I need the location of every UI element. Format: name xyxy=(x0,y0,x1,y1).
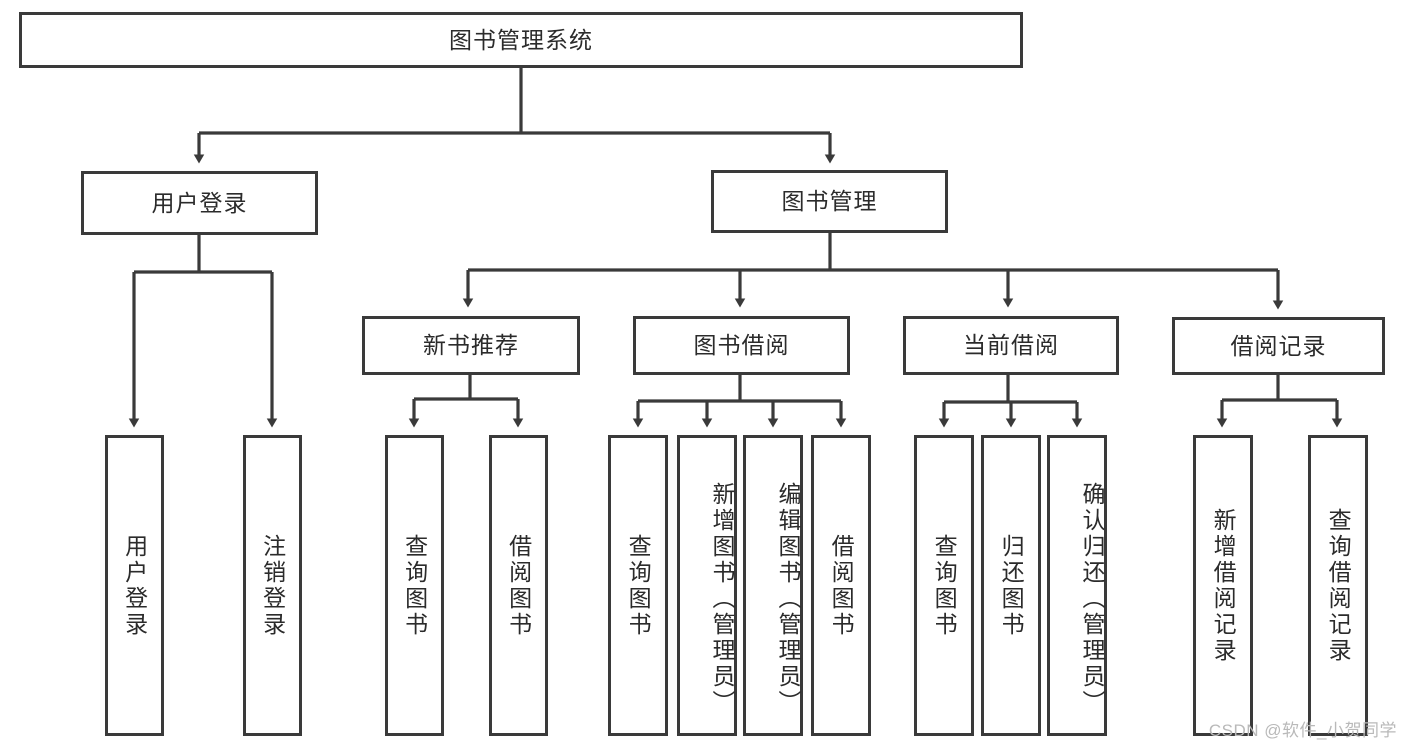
leaf-return-book[interactable]: 归还图书 xyxy=(981,435,1041,736)
leaf-logout-login-label: 注销登录 xyxy=(259,533,286,638)
node-user-login[interactable]: 用户登录 xyxy=(81,171,318,235)
leaf-borrow-book-1[interactable]: 借阅图书 xyxy=(489,435,548,736)
node-book-borrow[interactable]: 图书借阅 xyxy=(633,316,850,375)
leaf-confirm-return-label: 确认归还（管理员） xyxy=(1079,481,1105,716)
leaf-borrow-book-2-label: 借阅图书 xyxy=(828,533,855,638)
leaf-logout-login[interactable]: 注销登录 xyxy=(243,435,302,736)
leaf-add-book-label: 新增图书（管理员） xyxy=(709,481,735,716)
leaf-confirm-return[interactable]: 确认归还（管理员） xyxy=(1047,435,1107,736)
node-current-borrow[interactable]: 当前借阅 xyxy=(903,316,1119,375)
leaf-user-login[interactable]: 用户登录 xyxy=(105,435,164,736)
watermark: CSDN @软件_小贺同学 xyxy=(1208,721,1397,740)
node-borrow-record-label: 借阅记录 xyxy=(1230,332,1327,359)
leaf-borrow-book-2[interactable]: 借阅图书 xyxy=(811,435,871,736)
node-root-label: 图书管理系统 xyxy=(449,26,593,53)
node-new-book-recommend[interactable]: 新书推荐 xyxy=(362,316,580,375)
leaf-query-record-label: 查询借阅记录 xyxy=(1325,507,1352,664)
leaf-add-record[interactable]: 新增借阅记录 xyxy=(1193,435,1253,736)
leaf-add-book[interactable]: 新增图书（管理员） xyxy=(677,435,737,736)
node-book-manage[interactable]: 图书管理 xyxy=(711,170,948,233)
leaf-return-book-label: 归还图书 xyxy=(998,533,1025,638)
leaf-query-book-3[interactable]: 查询图书 xyxy=(914,435,974,736)
leaf-edit-book-label: 编辑图书（管理员） xyxy=(775,481,801,716)
node-book-manage-label: 图书管理 xyxy=(781,188,878,215)
leaf-query-book-1-label: 查询图书 xyxy=(401,533,428,638)
leaf-query-book-2[interactable]: 查询图书 xyxy=(608,435,668,736)
leaf-add-record-label: 新增借阅记录 xyxy=(1210,507,1237,664)
leaf-query-record[interactable]: 查询借阅记录 xyxy=(1308,435,1368,736)
node-book-borrow-label: 图书借阅 xyxy=(693,332,790,359)
leaf-edit-book[interactable]: 编辑图书（管理员） xyxy=(743,435,803,736)
leaf-borrow-book-1-label: 借阅图书 xyxy=(505,533,532,638)
leaf-query-book-1[interactable]: 查询图书 xyxy=(385,435,444,736)
node-new-book-recommend-label: 新书推荐 xyxy=(423,332,519,359)
leaf-query-book-3-label: 查询图书 xyxy=(931,533,958,638)
leaf-query-book-2-label: 查询图书 xyxy=(625,533,652,638)
node-borrow-record[interactable]: 借阅记录 xyxy=(1172,317,1385,375)
node-current-borrow-label: 当前借阅 xyxy=(963,332,1059,359)
node-root[interactable]: 图书管理系统 xyxy=(19,12,1023,68)
leaf-user-login-label: 用户登录 xyxy=(121,533,148,638)
node-user-login-label: 用户登录 xyxy=(151,189,248,216)
